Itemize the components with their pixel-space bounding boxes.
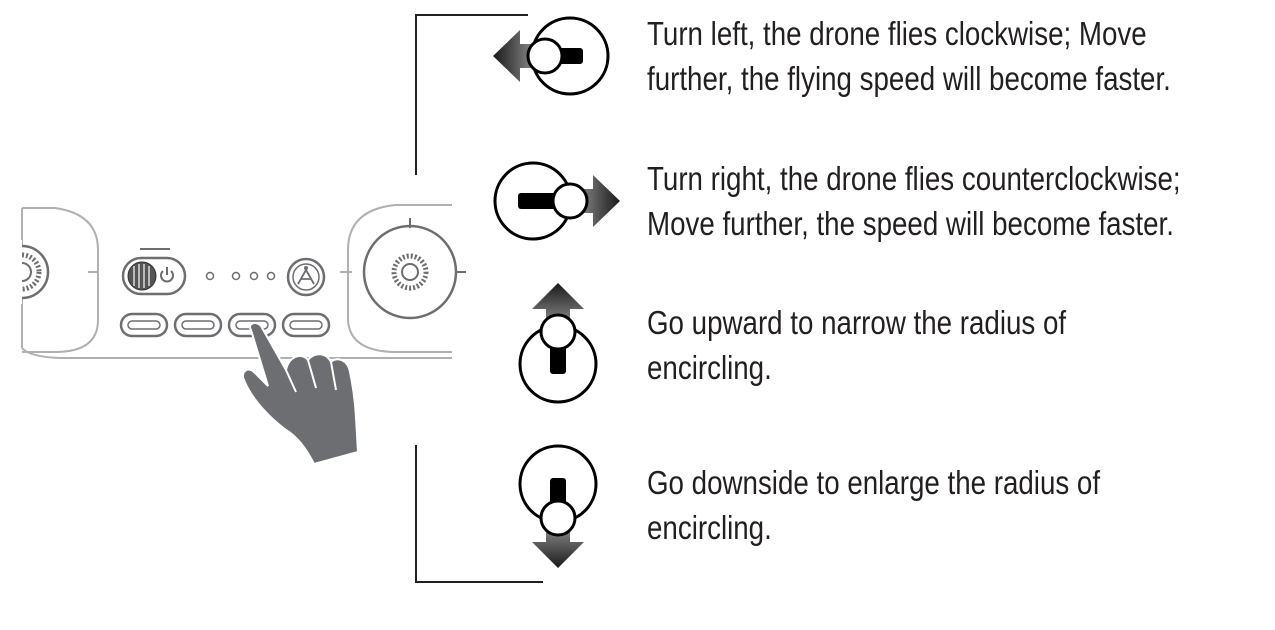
instruction-go-down: Go downside to enlarge the radius of enc…	[647, 460, 1172, 550]
instruction-line: encircling.	[647, 509, 772, 546]
instruction-line: Turn right, the drone flies counterclock…	[647, 160, 1181, 197]
status-led	[231, 271, 241, 281]
left-joystick-icon	[0, 240, 50, 304]
takeoff-button-icon	[286, 257, 326, 297]
function-button	[173, 312, 223, 338]
instruction-line: further, the flying speed will become fa…	[647, 60, 1171, 97]
status-led	[266, 271, 276, 281]
joystick-left-icon	[493, 16, 610, 96]
instruction-line: Turn left, the drone flies clockwise; Mo…	[647, 15, 1147, 52]
instruction-turn-right: Turn right, the drone flies counterclock…	[647, 156, 1181, 246]
instruction-turn-left: Turn left, the drone flies clockwise; Mo…	[647, 11, 1172, 101]
bracket-top	[415, 14, 528, 175]
hand-press-icon	[242, 322, 360, 466]
bracket-bottom	[415, 445, 543, 583]
right-joystick-icon	[362, 218, 466, 320]
joystick-down-icon	[518, 444, 598, 568]
instruction-line: encircling.	[647, 349, 772, 386]
instruction-line: Go upward to narrow the radius of	[647, 304, 1067, 341]
power-switch-icon	[121, 248, 187, 296]
instruction-line: Move further, the speed will become fast…	[647, 205, 1174, 242]
status-led	[249, 271, 259, 281]
instruction-go-up: Go upward to narrow the radius of encirc…	[647, 300, 1172, 390]
function-button	[281, 312, 331, 338]
instruction-line: Go downside to enlarge the radius of	[647, 464, 1101, 501]
function-button	[119, 312, 169, 338]
function-buttons	[119, 312, 331, 338]
joystick-right-icon	[493, 161, 620, 241]
joystick-up-icon	[518, 283, 598, 404]
status-leds	[205, 271, 276, 281]
status-led	[205, 271, 215, 281]
